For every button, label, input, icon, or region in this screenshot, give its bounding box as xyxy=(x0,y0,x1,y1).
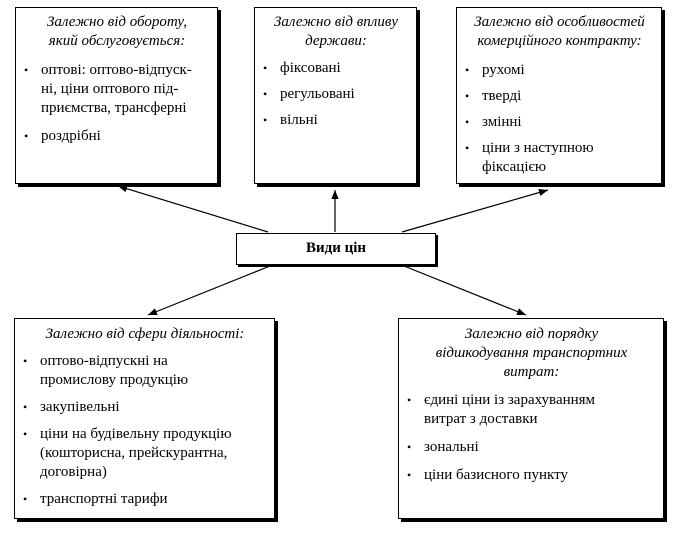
list-item: • ціни на будівельну продукцію (кошторисна… xyxy=(20,425,270,482)
list-item: • фіксовані xyxy=(260,59,412,78)
list-item: • зональні xyxy=(404,438,659,457)
bullet-icon: • xyxy=(465,89,470,103)
bullet-icon: • xyxy=(263,61,268,75)
arrow-to-activity xyxy=(147,265,271,316)
list-item: • ціни з наступною фіксацією xyxy=(462,139,657,177)
box-heading-line: витрат: xyxy=(503,364,560,380)
list-item: • регульовані xyxy=(260,85,412,104)
list-item: • тверді xyxy=(462,87,657,106)
arrow-to-transport xyxy=(403,265,527,316)
list-item-text: тверді xyxy=(482,88,522,104)
bullet-icon: • xyxy=(465,115,470,129)
list-item-text: ціни базисного пункту xyxy=(424,467,568,483)
bullet-icon: • xyxy=(407,393,412,407)
box-heading: Залежно від особливостей комерційного кон… xyxy=(462,13,657,51)
list-item-text: витрат з доставки xyxy=(424,411,538,427)
box-heading: Залежно від впливу держави: xyxy=(260,13,412,51)
box-contract: Залежно від особливостей комерційного кон… xyxy=(456,7,662,184)
box-heading: Залежно від порядку відшкодування транспо… xyxy=(404,325,659,382)
list-item-text: ціни на будівельну продукцію xyxy=(40,426,232,442)
bullet-icon: • xyxy=(23,492,28,506)
box-heading-line: відшкодування транспортних xyxy=(435,345,628,361)
bullet-icon: • xyxy=(263,87,268,101)
bullet-icon: • xyxy=(407,440,412,454)
bullet-icon: • xyxy=(23,427,28,441)
list-item: • оптові: оптово-відпуск-ні, ціни оптовог… xyxy=(21,61,213,118)
box-heading: Залежно від сфери діяльності: xyxy=(20,325,270,344)
box-heading-line: Залежно від обороту, xyxy=(46,14,188,30)
box-heading-line: Залежно від особливостей xyxy=(474,14,645,30)
list-item: • роздрібні xyxy=(21,127,213,146)
list-item-text: вільні xyxy=(280,112,318,128)
list-item: • єдині ціни із зарахуванням витрат з дост… xyxy=(404,391,659,429)
box-heading: Залежно від обороту, який обслуговується: xyxy=(21,13,213,51)
list-item: • закупівельні xyxy=(20,398,270,417)
list-item-text: рухомі xyxy=(482,62,525,78)
list-item-text: ціни з наступною xyxy=(482,140,594,156)
list-item-text: промислову продукцію xyxy=(40,372,189,388)
list-item-text: закупівельні xyxy=(40,399,120,415)
bullet-icon: • xyxy=(24,63,29,77)
box-turnover: Залежно від обороту, який обслуговується:… xyxy=(15,7,218,184)
list-item-text: фіксацією xyxy=(482,159,547,175)
list-item: • ціни базисного пункту xyxy=(404,466,659,485)
box-item-list: • фіксовані • регульовані • вільні xyxy=(260,59,412,130)
list-item: • оптово-відпускні на промислову продукцію xyxy=(20,352,270,390)
center-label: Види цін xyxy=(305,240,367,256)
box-heading-line: який обслуговується: xyxy=(48,33,186,49)
box-activity: Залежно від сфери діяльності: • оптово-від… xyxy=(14,318,275,519)
list-item: • вільні xyxy=(260,111,412,130)
box-state: Залежно від впливу держави: • фіксовані • рег… xyxy=(254,7,417,184)
box-item-list: • єдині ціни із зарахуванням витрат з дост… xyxy=(404,391,659,485)
box-heading-line: держави: xyxy=(305,33,367,49)
list-item-text: фіксовані xyxy=(280,60,341,76)
list-item-text: транспортні тарифи xyxy=(40,491,168,507)
list-item-text: оптові: оптово-відпуск- xyxy=(41,62,192,78)
list-item-text: регульовані xyxy=(280,86,355,102)
box-item-list: • оптові: оптово-відпуск-ні, ціни оптовог… xyxy=(21,61,213,146)
list-item: • змінні xyxy=(462,113,657,132)
list-item-text: єдині ціни із зарахуванням xyxy=(424,392,596,408)
list-item-text: оптово-відпускні на xyxy=(40,353,168,369)
bullet-icon: • xyxy=(465,63,470,77)
box-transport: Залежно від порядку відшкодування транспо… xyxy=(398,318,664,519)
list-item: • рухомі xyxy=(462,61,657,80)
list-item: • транспортні тарифи xyxy=(20,490,270,509)
list-item-text: приємства, трансферні xyxy=(41,100,187,116)
list-item-text: (кошторисна, прейскурантна, xyxy=(40,445,228,461)
box-item-list: • рухомі • тверді • змінні • ціни з наступною фі… xyxy=(462,61,657,177)
bullet-icon: • xyxy=(23,354,28,368)
list-item-text: роздрібні xyxy=(41,128,101,144)
list-item-text: зональні xyxy=(424,439,479,455)
list-item-text: договірна) xyxy=(40,464,107,480)
list-item-text: змінні xyxy=(482,114,522,130)
bullet-icon: • xyxy=(407,468,412,482)
box-item-list: • оптово-відпускні на промислову продукцію… xyxy=(20,352,270,509)
box-heading-line: Залежно від сфери діяльності: xyxy=(45,326,245,342)
bullet-icon: • xyxy=(465,141,470,155)
box-heading-line: Залежно від порядку xyxy=(464,326,599,342)
list-item-text: ні, ціни оптового під- xyxy=(41,81,179,97)
bullet-icon: • xyxy=(24,129,29,143)
arrow-to-contract xyxy=(401,189,549,233)
box-heading-line: комерційного контракту: xyxy=(477,33,642,49)
bullet-icon: • xyxy=(263,113,268,127)
arrow-to-turnover xyxy=(117,185,269,233)
center-box: Види цін xyxy=(236,233,436,265)
box-heading-line: Залежно від впливу xyxy=(273,14,398,30)
bullet-icon: • xyxy=(23,400,28,414)
